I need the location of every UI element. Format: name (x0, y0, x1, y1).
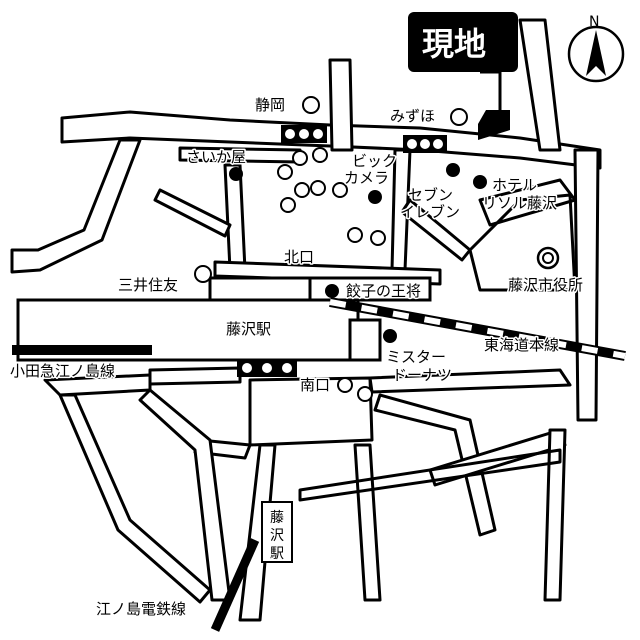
poi-dot-gyoza (325, 284, 339, 298)
bank-icon (450, 108, 468, 126)
label-gyoza: 餃子の王将 (346, 282, 421, 300)
label-bic-1: ビック (352, 152, 397, 170)
station-building (16, 276, 432, 362)
poi-dot-saikaya (229, 167, 243, 181)
label-misdo-1: ミスター (386, 348, 446, 366)
poi-dot-bic-camera (368, 190, 382, 204)
poi-markers (229, 163, 487, 343)
label-seven-2: イレブン (400, 203, 460, 221)
label-mizuho: みずほ (390, 107, 435, 125)
site-marker: 現地 (408, 12, 518, 140)
label-tokaido: 東海道本線 (484, 336, 559, 354)
enoden-station-label-group: 藤 沢 駅 (270, 510, 284, 562)
label-saikaya: さいか屋 (186, 148, 246, 166)
bank-icon (302, 96, 320, 114)
enoden-station-box (261, 501, 293, 563)
poi-dot-misdo (383, 329, 397, 343)
label-enoden-station-2: 沢 (270, 528, 284, 544)
traffic-lights (237, 125, 447, 402)
traffic-light-icon (237, 359, 297, 377)
traffic-light-icon (403, 135, 447, 153)
tokaido-line (329, 297, 626, 361)
city-hall-icon (536, 246, 560, 270)
site-building (478, 110, 510, 140)
poi-dot-hotel (473, 175, 487, 189)
traffic-light-icon (281, 125, 327, 143)
label-hotel-1: ホテル (492, 176, 537, 194)
label-station: 藤沢駅 (226, 320, 271, 338)
label-seven-1: セブン (408, 186, 453, 204)
label-enoden: 江ノ島電鉄線 (96, 600, 186, 618)
north-arrow: N (567, 14, 625, 83)
bank-icon (194, 265, 212, 283)
label-north-exit: 北口 (284, 248, 314, 266)
label-mitsui: 三井住友 (118, 276, 178, 294)
label-bic-2: カメラ (344, 169, 389, 187)
label-enoden-station-3: 駅 (270, 546, 284, 562)
label-enoden-station-1: 藤 (270, 510, 284, 526)
label-misdo-2: ドーナツ (392, 366, 452, 384)
label-city-hall: 藤沢市役所 (508, 276, 583, 294)
odakyu-line (12, 345, 152, 355)
label-odakyu: 小田急江ノ島線 (10, 362, 115, 380)
labels: 静岡 みずほ さいか屋 ビック カメラ セブン イレブン ホテル リソル藤沢 北… (9, 95, 585, 620)
label-shizuoka: 静岡 (255, 96, 285, 114)
site-label: 現地 (422, 25, 486, 63)
label-south-exit: 南口 (300, 376, 330, 394)
label-hotel-2: リソル藤沢 (482, 194, 557, 212)
poi-dot-seven-eleven (446, 163, 460, 177)
north-label: N (589, 14, 599, 30)
railways (12, 297, 626, 632)
enoden-line (210, 538, 260, 632)
